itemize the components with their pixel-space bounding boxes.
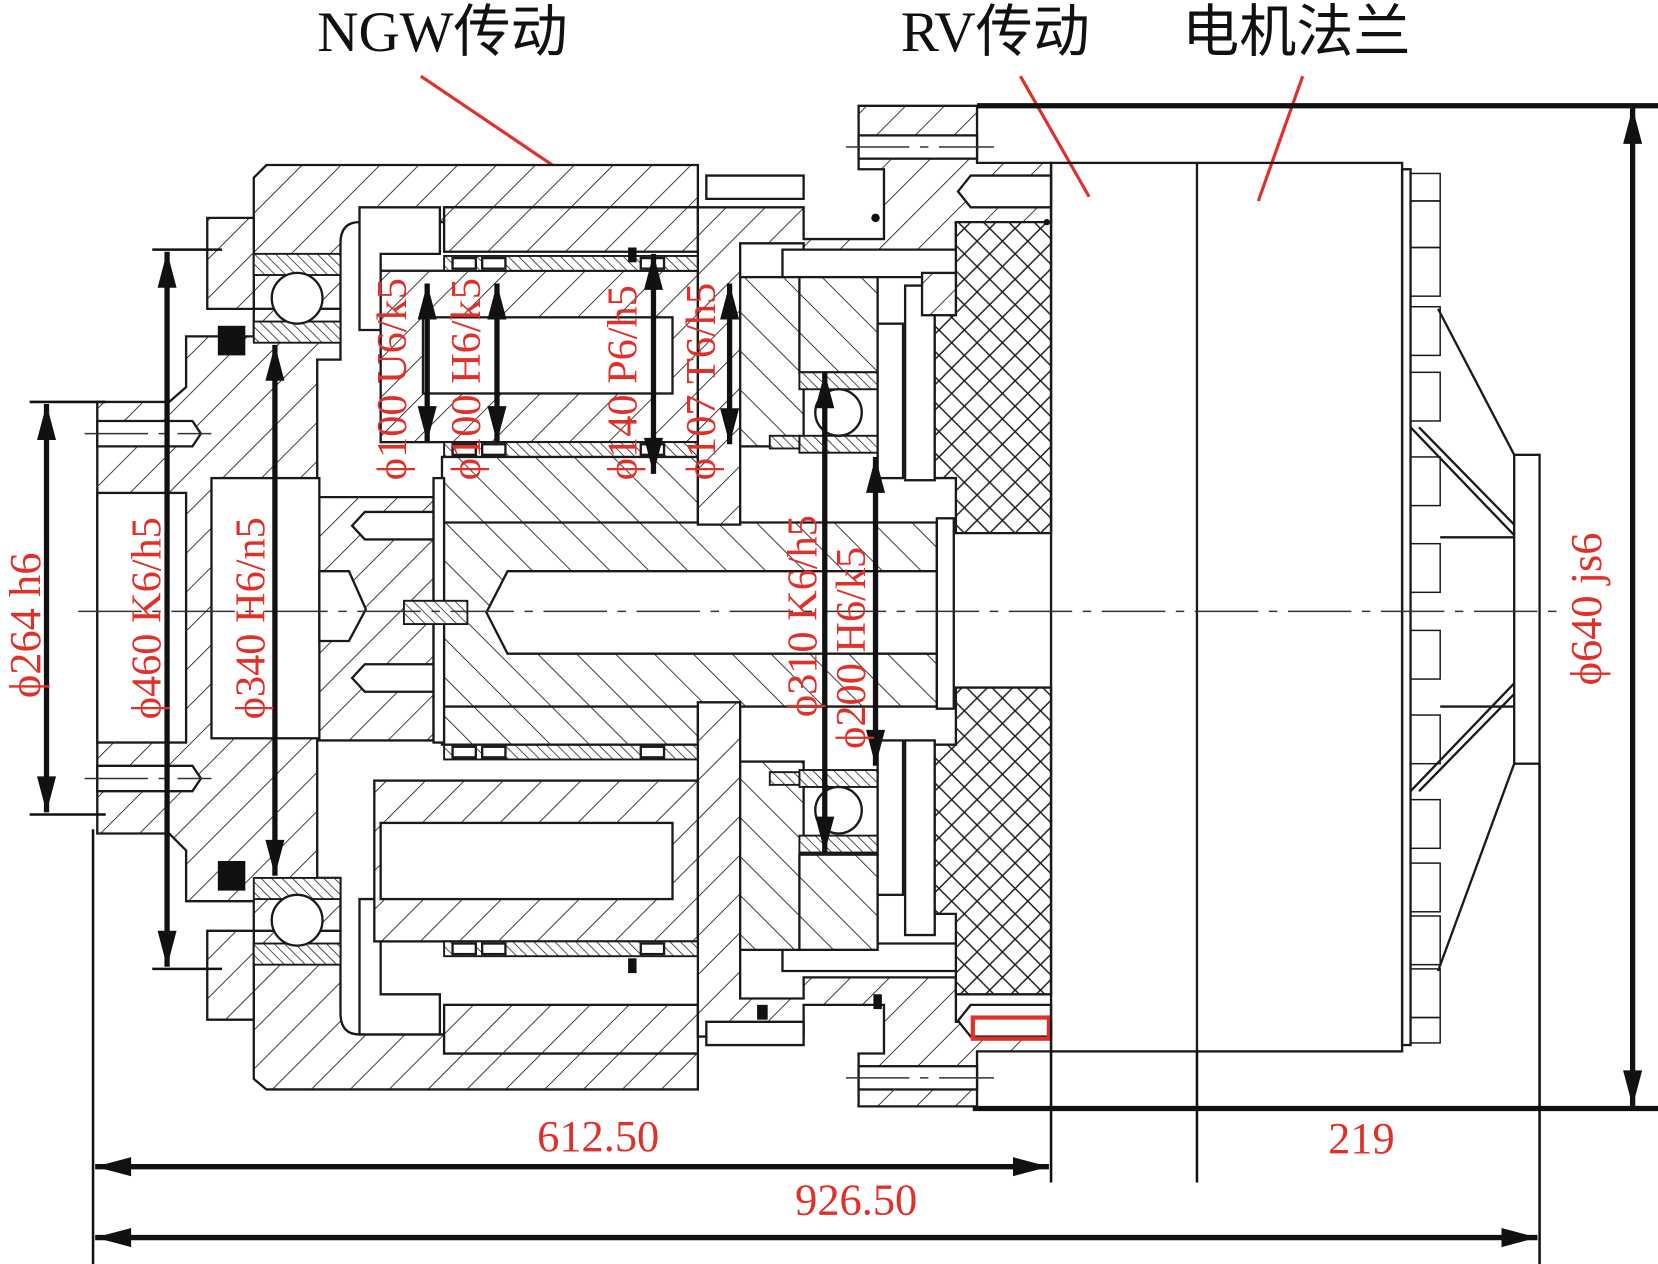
dimension-arrowhead: [417, 283, 437, 320]
dimension-arrowhead: [1012, 1157, 1049, 1177]
dimension-arrowhead: [866, 729, 886, 766]
dimension-arrowhead: [265, 344, 285, 381]
dim-d140: ϕ140 P6/h5: [600, 285, 647, 480]
input-flange: [96, 307, 435, 932]
rv-crank-bottom: [739, 739, 936, 952]
label-rv-transmission: RV传动: [901, 1, 1090, 64]
dimension-arrows: [37, 107, 1643, 1248]
dimension-arrowhead: [417, 406, 437, 443]
dimension-arrowhead: [815, 816, 835, 853]
dimension-arrowhead: [643, 253, 663, 290]
leader-motor-flange: [1256, 75, 1305, 202]
dimension-arrowhead: [37, 776, 57, 813]
ngw-housing: [252, 163, 700, 1091]
dimension-arrowhead: [95, 1157, 132, 1177]
dimension-arrowhead: [265, 839, 285, 876]
dimension-arrowhead: [157, 251, 177, 288]
dim-length-219: 219: [1328, 1113, 1395, 1163]
label-ngw-transmission: NGW传动: [317, 1, 568, 64]
dim-d460: ϕ460 K6/h5: [124, 517, 171, 719]
dimension-arrowhead: [720, 283, 740, 320]
dim-d340: ϕ340 H6/n5: [227, 517, 274, 719]
dim-d100-u6k5: ϕ100 U6/k5: [369, 278, 416, 480]
dim-d107: ϕ107 T6/h5: [678, 283, 725, 480]
dim-d264: ϕ264 h6: [0, 553, 50, 699]
seal-bottom-left: [217, 861, 246, 891]
dimension-arrowhead: [1501, 1228, 1538, 1248]
dim-d310: ϕ310 K6/h5: [779, 515, 826, 717]
rv-housing: [696, 104, 1053, 1108]
left-cover: [206, 216, 255, 1021]
key-highlight: [970, 1015, 1052, 1041]
dimension-arrowhead: [487, 283, 507, 320]
rv-crank-top: [739, 275, 936, 482]
dimension-arrowhead: [157, 930, 177, 967]
dimension-arrowhead: [866, 456, 886, 493]
dim-d200: ϕ200 H6/k5: [828, 547, 875, 749]
label-motor-flange: 电机法兰: [1182, 1, 1410, 64]
dimension-arrowhead: [1623, 1070, 1643, 1107]
seal-top-left: [217, 325, 246, 356]
motor-end-fins: [1400, 168, 1541, 1047]
dim-d100-h6k5: ϕ100 H6/k5: [443, 278, 490, 480]
dimension-arrowhead: [487, 406, 507, 443]
rv-output-ring: [920, 271, 958, 317]
input-bearing-bottom: [252, 876, 342, 966]
dimension-arrowhead: [37, 404, 57, 441]
leader-rv: [1019, 75, 1091, 198]
dimension-arrowhead: [643, 437, 663, 474]
input-bearing-top: [252, 252, 342, 344]
dim-d640: ϕ640 js6: [1561, 532, 1611, 685]
dimension-arrowhead: [95, 1228, 132, 1248]
dimension-arrowhead: [815, 372, 835, 409]
dim-length-926: 926.50: [795, 1174, 917, 1224]
dimension-arrowhead: [1623, 107, 1643, 144]
planet-gear-bottom: [373, 743, 700, 958]
dim-length-612: 612.50: [537, 1111, 659, 1161]
motor-body: [1049, 161, 1404, 1053]
dimension-arrowhead: [720, 408, 740, 445]
